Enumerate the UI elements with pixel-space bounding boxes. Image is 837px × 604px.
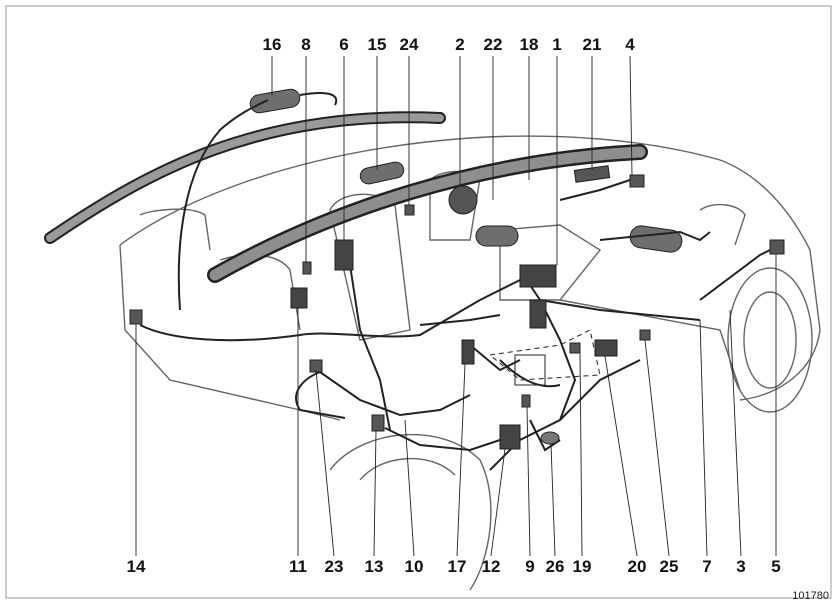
leader-lines [135,55,777,557]
callout-13: 13 [364,557,384,576]
callout-16: 16 [262,35,282,54]
callout-10: 10 [404,557,424,576]
callout-2: 2 [455,35,465,54]
callout-6: 6 [339,35,349,54]
callout-19: 19 [572,557,592,576]
callout-15: 15 [367,35,387,54]
callout-18: 18 [519,35,539,54]
callout-26: 26 [545,557,565,576]
figure-reference-number: 101780 [792,590,829,602]
callout-25: 25 [659,557,679,576]
callout-7: 7 [702,557,712,576]
callout-11: 11 [289,557,307,576]
callout-14: 14 [126,557,146,576]
callout-24: 24 [399,35,419,54]
callout-17: 17 [447,557,467,576]
callout-4: 4 [625,35,635,54]
airbag-modules [249,88,683,253]
callout-3: 3 [736,557,746,576]
callout-21: 21 [582,35,602,54]
callout-9: 9 [525,557,535,576]
callout-20: 20 [627,557,647,576]
dashed-zone [488,329,601,381]
wiring-harness [139,92,781,471]
callout-22: 22 [483,35,503,54]
callout-5: 5 [771,557,781,576]
figure-frame [5,5,832,599]
callout-12: 12 [481,557,501,576]
callout-8: 8 [301,35,311,54]
callout-1: 1 [552,35,562,54]
connectors [129,174,785,450]
callout-23: 23 [324,557,344,576]
curtain-airbag-tubes [44,111,648,283]
